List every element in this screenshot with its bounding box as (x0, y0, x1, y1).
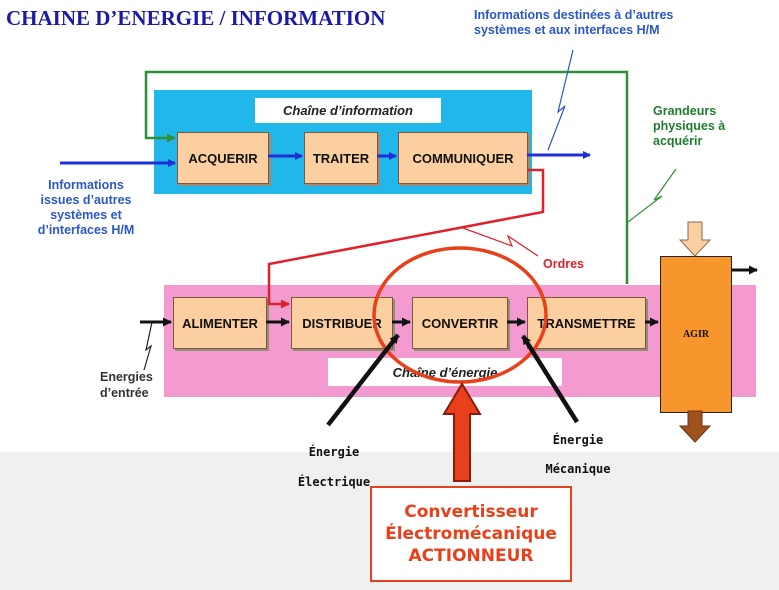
actionneur-up-arrow (442, 382, 482, 482)
energie-electrique-note: Énergie Électrique (297, 445, 371, 489)
block-convertir[interactable]: CONVERTIR (412, 297, 508, 349)
block-agir[interactable]: AGIR (660, 256, 732, 413)
grandeurs-lightning (627, 168, 677, 223)
block-traiter[interactable]: TRAITER (304, 132, 378, 184)
block-acquerir[interactable]: ACQUERIR (177, 132, 269, 184)
block-communiquer[interactable]: COMMUNIQUER (398, 132, 528, 184)
energies-lightning (143, 321, 153, 371)
energie-mecanique-note: Énergie Mécanique (545, 433, 611, 476)
agir-bottom-arrow (678, 410, 712, 443)
info-out-lightning (547, 49, 574, 151)
ordres-note: Ordres (543, 257, 584, 271)
info-in-note: Informations issues d’autres systèmes et… (37, 178, 135, 237)
orders-lightning (462, 227, 539, 257)
actionneur-box: Convertisseur Électromécanique ACTIONNEU… (370, 486, 572, 582)
info-out-note: Informations destinées à d’autres systèm… (474, 8, 674, 37)
convertir-highlight-ellipse (372, 246, 548, 384)
page-title: CHAINE D’ENERGIE / INFORMATION (6, 6, 386, 30)
block-alimenter[interactable]: ALIMENTER (173, 297, 267, 349)
info-chain-label: Chaîne d’information (255, 98, 441, 123)
feedback-loop-line (144, 70, 629, 284)
grandeurs-note: Grandeurs physiques à acquérir (653, 104, 726, 148)
orders-line (267, 168, 545, 309)
agir-input-arrow (678, 221, 712, 257)
mechanical-energy-pointer (521, 334, 579, 424)
energies-entree-note: Energies d’entrée (100, 370, 153, 400)
electrical-energy-pointer (326, 333, 400, 427)
